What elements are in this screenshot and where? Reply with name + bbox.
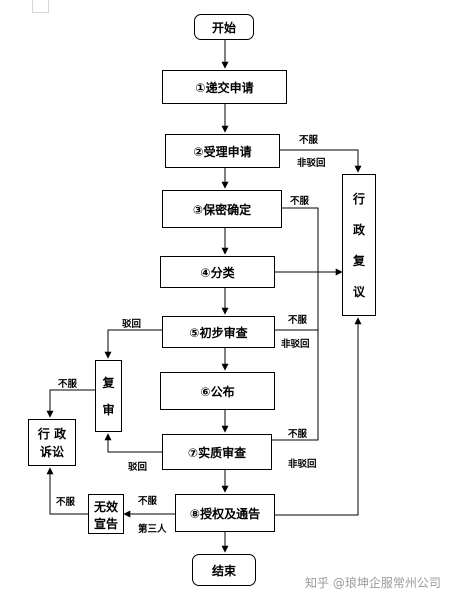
label-not-accept-reexam: 不服 <box>58 379 78 390</box>
arrow-accept-to-admin-review <box>280 149 362 173</box>
administrative-review-box: 行 政 复 议 <box>342 174 376 316</box>
admin-review-char-3: 复 <box>352 254 365 268</box>
submit-application-step: ①递交申请 <box>162 70 287 104</box>
watermark: 知乎 @琅坤企服常州公司 <box>305 576 441 590</box>
arrow-reexam-to-litigation <box>46 389 95 418</box>
admin-review-char-2: 政 <box>352 223 365 237</box>
label-not-accept-substantive: 不服 <box>288 429 308 440</box>
admin-review-char-4: 议 <box>352 285 365 299</box>
classification-step: ④分类 <box>160 256 275 288</box>
arrow-substantive-to-reexam <box>104 433 162 453</box>
start-node: 开始 <box>194 14 254 40</box>
administrative-litigation-box: 行 政 诉讼 <box>28 419 76 466</box>
label-third-party: 第三人 <box>138 524 167 535</box>
label-not-accept-invalid: 不服 <box>56 497 76 508</box>
reexamination-box: 复 审 <box>95 360 122 432</box>
label-non-reject-substantive: 非驳回 <box>288 459 317 470</box>
arrow-invalid-to-litigation <box>46 467 88 515</box>
page-corner-marker <box>32 0 49 13</box>
substantive-examination-step: ⑦实质审查 <box>162 434 272 470</box>
label-not-accept-secrecy: 不服 <box>290 196 310 207</box>
label-reject-substantive: 驳回 <box>128 462 148 473</box>
admin-review-char-1: 行 <box>352 192 365 206</box>
end-node: 结束 <box>192 554 256 586</box>
litigation-line-1: 行 政 <box>37 426 67 441</box>
accept-application-step: ②受理申请 <box>165 134 280 168</box>
line-secrecy-to-review-bus <box>272 207 319 441</box>
arrow-grant-to-admin-review <box>275 317 362 516</box>
label-non-reject-accept: 非驳回 <box>297 158 326 169</box>
reexamination-char-2: 审 <box>102 403 115 417</box>
label-reject-prelim: 驳回 <box>122 319 142 330</box>
arrow-prelim-to-reexam <box>104 329 162 359</box>
publication-step: ⑥公布 <box>160 372 275 410</box>
label-not-accept-accept: 不服 <box>299 135 319 146</box>
label-non-reject-prelim: 非驳回 <box>281 339 310 350</box>
label-not-accept-grant: 不服 <box>138 496 158 507</box>
secrecy-determination-step: ③保密确定 <box>162 190 282 228</box>
invalidation-declaration-box: 无效 宣告 <box>88 494 124 534</box>
grant-and-announcement-step: ⑧授权及通告 <box>175 494 275 532</box>
invalidation-line-1: 无效 <box>93 500 118 514</box>
litigation-line-2: 诉讼 <box>39 445 64 460</box>
invalidation-line-2: 宣告 <box>93 517 118 531</box>
preliminary-examination-step: ⑤初步审查 <box>162 316 275 348</box>
label-not-accept-prelim: 不服 <box>288 315 308 326</box>
reexamination-char-1: 复 <box>102 376 115 390</box>
